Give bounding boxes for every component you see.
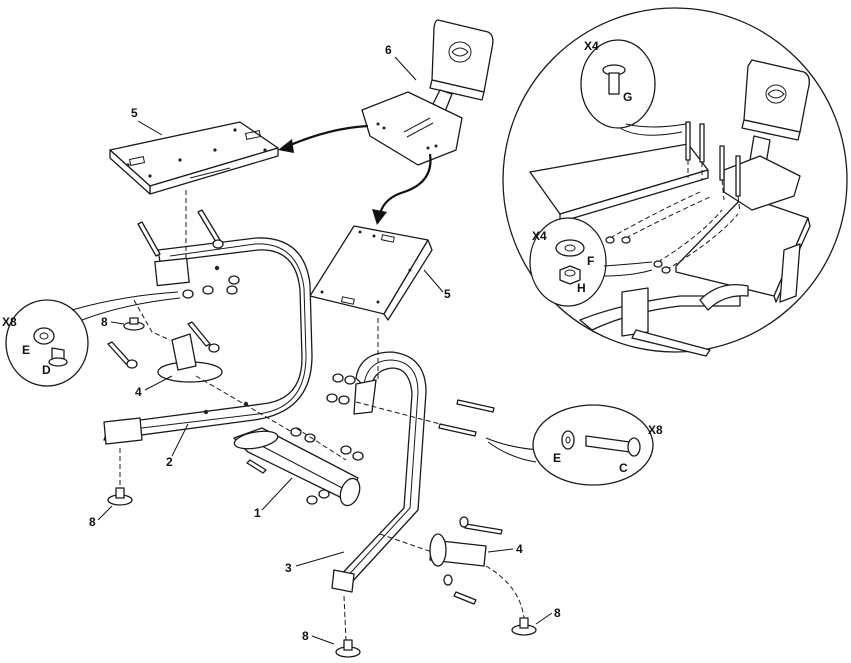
detail-foot <box>6 292 180 386</box>
callout-6: 6 <box>385 43 392 57</box>
detail-foot-letter-e: E <box>22 343 30 357</box>
seat-backrest <box>362 20 493 165</box>
callout-8-right: 8 <box>554 606 561 620</box>
arrowhead-right <box>372 209 387 225</box>
cross-tube <box>233 428 363 508</box>
arrowhead-left <box>278 139 294 153</box>
detail-bolt-letter-c: C <box>619 461 628 475</box>
callout-8-bottom: 8 <box>302 629 309 643</box>
callout-3: 3 <box>285 561 292 575</box>
detail-washer-nut-qty: X4 <box>532 229 547 243</box>
callout-4-right: 4 <box>516 542 523 556</box>
foot-right <box>512 618 536 635</box>
callout-5-left: 5 <box>131 106 138 120</box>
detail-screw-letter-g: G <box>623 90 632 104</box>
callout-4-left: 4 <box>135 385 142 399</box>
detail-foot-letter-d: D <box>42 363 51 377</box>
callout-1: 1 <box>254 506 261 520</box>
detail-foot-qty: X8 <box>2 315 17 329</box>
foot-left-bottom <box>108 488 132 505</box>
detail-bolt <box>486 405 653 485</box>
detail-screw-qty: X4 <box>584 39 599 53</box>
callout-8-left: 8 <box>89 515 96 529</box>
callout-8-top: 8 <box>101 315 108 329</box>
detail-bolt-qty: X8 <box>648 423 663 437</box>
callout-2: 2 <box>166 455 173 469</box>
seat-plate-left <box>110 122 278 194</box>
seat-plate-right <box>310 226 432 320</box>
bracket-left <box>158 334 222 382</box>
detail-washer-nut-letter-h: H <box>577 281 586 295</box>
callout-5-right: 5 <box>444 287 451 301</box>
bracket-right <box>430 517 502 604</box>
arrow-to-left-plate <box>288 126 368 146</box>
detail-bolt-letter-e: E <box>553 451 561 465</box>
foot-bottom <box>336 640 360 657</box>
detail-washer-nut-letter-f: F <box>587 254 594 268</box>
foot-left-top <box>124 318 144 330</box>
